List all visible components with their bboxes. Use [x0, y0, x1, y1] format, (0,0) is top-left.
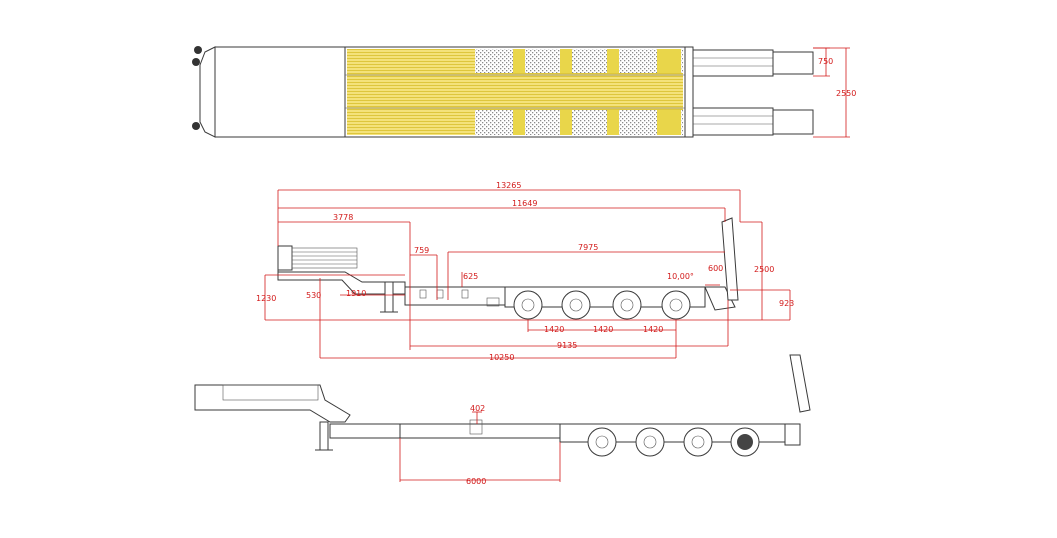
dim-923: 923 [779, 299, 794, 308]
yellow-deck-center [475, 73, 683, 110]
yellow-deck-front [347, 49, 475, 135]
yellow-strips [513, 49, 681, 135]
extension-section [399, 423, 561, 439]
gooseneck-rails [291, 247, 358, 269]
dim-axle-1: 1420 [544, 325, 564, 334]
rear-end-extended [784, 423, 801, 446]
front-deck-extended [329, 423, 401, 439]
handle-top-bottom [192, 122, 200, 130]
dim-7975: 7975 [578, 243, 598, 252]
handle-top-mid [192, 58, 200, 66]
extended-view: 402 6000 [194, 354, 811, 486]
dim-1230: 1230 [256, 294, 276, 303]
dim-402: 402 [470, 404, 485, 413]
dim-angle: 10,00° [667, 272, 694, 281]
dim-overall-length: 13265 [496, 181, 521, 190]
dim-3778: 3778 [333, 213, 353, 222]
extended-dimensions [399, 411, 561, 482]
checker-strip-lower [475, 110, 683, 135]
ramp-lower [692, 107, 814, 136]
dim-6000: 6000 [466, 477, 486, 486]
gooseneck-extended [194, 384, 351, 423]
dim-1910: 1910 [346, 289, 366, 298]
landing-leg-side [384, 281, 394, 313]
dim-530: 530 [306, 291, 321, 300]
side-dimensions [264, 189, 791, 359]
dim-ramp-width: 750 [818, 57, 833, 66]
gooseneck-deck-top [214, 46, 346, 138]
dim-axle-3: 1420 [643, 325, 663, 334]
top-dimensions [813, 47, 850, 138]
dim-600: 600 [708, 264, 723, 273]
ramp-upper [692, 49, 814, 77]
gooseneck-front-side [277, 245, 293, 271]
dim-overall-width: 2550 [836, 89, 856, 98]
dim-11649: 11649 [512, 199, 537, 208]
side-view: 13265 11649 3778 759 7975 625 10,00° 600… [256, 181, 794, 362]
wheels-side [513, 290, 691, 320]
frame-details [419, 289, 500, 307]
dim-9135: 9135 [557, 341, 577, 350]
rear-beam-top [684, 46, 694, 138]
checker-strip-upper [475, 49, 683, 73]
dim-axle-2: 1420 [593, 325, 613, 334]
handle-top-left [194, 46, 202, 54]
top-view: 750 2550 [192, 46, 856, 138]
landing-leg-extended [319, 421, 329, 451]
axle-frame-side [504, 286, 706, 308]
dim-10250: 10250 [489, 353, 514, 362]
dim-759: 759 [414, 246, 429, 255]
ramp-upright-side [721, 217, 739, 301]
ramp-upright-extended [789, 354, 811, 413]
wheels-extended [587, 427, 760, 457]
dim-625: 625 [463, 272, 478, 281]
dim-2500: 2500 [754, 265, 774, 274]
gooseneck-front-top [199, 46, 216, 138]
